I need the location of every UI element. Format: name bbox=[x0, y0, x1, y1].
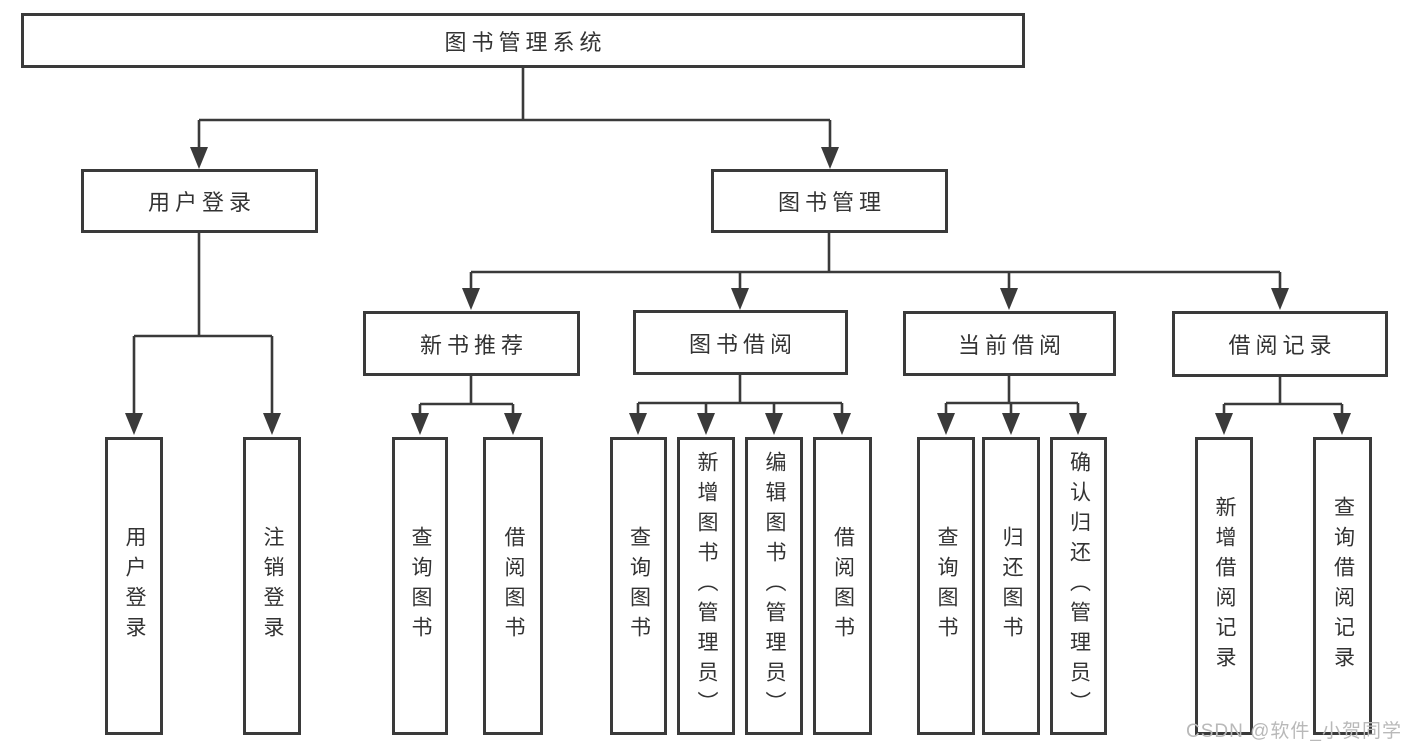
arrow-down-icon bbox=[1002, 413, 1020, 435]
arrow-down-icon bbox=[937, 413, 955, 435]
connector-user-login-to-leaves bbox=[125, 233, 281, 435]
node-leaf-return-books: 归还图书 bbox=[982, 437, 1040, 735]
connector-book-management-to-level3 bbox=[462, 233, 1289, 310]
node-leaf-borrow-books: 借阅图书 bbox=[813, 437, 872, 735]
arrow-down-icon bbox=[1000, 288, 1018, 310]
arrow-down-icon bbox=[462, 288, 480, 310]
connector-root-to-level2 bbox=[190, 68, 839, 169]
arrow-down-icon bbox=[765, 413, 783, 435]
node-leaf-add-borrow-record: 新增借阅记录 bbox=[1195, 437, 1253, 735]
arrow-down-icon bbox=[1271, 288, 1289, 310]
node-leaf-logout: 注销登录 bbox=[243, 437, 301, 735]
node-leaf-query-borrow-record: 查询借阅记录 bbox=[1313, 437, 1372, 735]
connector-current-borrowing-to-leaves bbox=[937, 376, 1087, 435]
node-library-system: 图书管理系统 bbox=[21, 13, 1025, 68]
arrow-down-icon bbox=[821, 147, 839, 169]
connector-book-borrowing-to-leaves bbox=[629, 375, 851, 435]
connector-new-book-recommend-to-leaves bbox=[411, 376, 522, 435]
node-leaf-add-book-admin: 新增图书（管理员） bbox=[677, 437, 735, 735]
node-borrowing-records: 借阅记录 bbox=[1172, 311, 1388, 377]
node-leaf-user-login: 用户登录 bbox=[105, 437, 163, 735]
arrow-down-icon bbox=[125, 413, 143, 435]
node-leaf-query-books: 查询图书 bbox=[392, 437, 448, 735]
arrow-down-icon bbox=[731, 288, 749, 310]
arrow-down-icon bbox=[697, 413, 715, 435]
arrow-down-icon bbox=[504, 413, 522, 435]
node-user-login: 用户登录 bbox=[81, 169, 318, 233]
arrow-down-icon bbox=[263, 413, 281, 435]
node-leaf-query-books: 查询图书 bbox=[610, 437, 667, 735]
arrow-down-icon bbox=[629, 413, 647, 435]
arrow-down-icon bbox=[1069, 413, 1087, 435]
arrow-down-icon bbox=[1215, 413, 1233, 435]
node-leaf-query-books: 查询图书 bbox=[917, 437, 975, 735]
node-leaf-edit-book-admin: 编辑图书（管理员） bbox=[745, 437, 803, 735]
connector-borrowing-records-to-leaves bbox=[1215, 377, 1351, 435]
node-current-borrowing: 当前借阅 bbox=[903, 311, 1116, 376]
node-leaf-borrow-books: 借阅图书 bbox=[483, 437, 543, 735]
node-book-borrowing: 图书借阅 bbox=[633, 310, 848, 375]
arrow-down-icon bbox=[833, 413, 851, 435]
arrow-down-icon bbox=[1333, 413, 1351, 435]
node-new-book-recommend: 新书推荐 bbox=[363, 311, 580, 376]
node-book-management: 图书管理 bbox=[711, 169, 948, 233]
arrow-down-icon bbox=[190, 147, 208, 169]
node-leaf-confirm-return-admin: 确认归还（管理员） bbox=[1050, 437, 1107, 735]
arrow-down-icon bbox=[411, 413, 429, 435]
watermark: CSDN @软件_小贺同学 bbox=[1186, 721, 1402, 742]
